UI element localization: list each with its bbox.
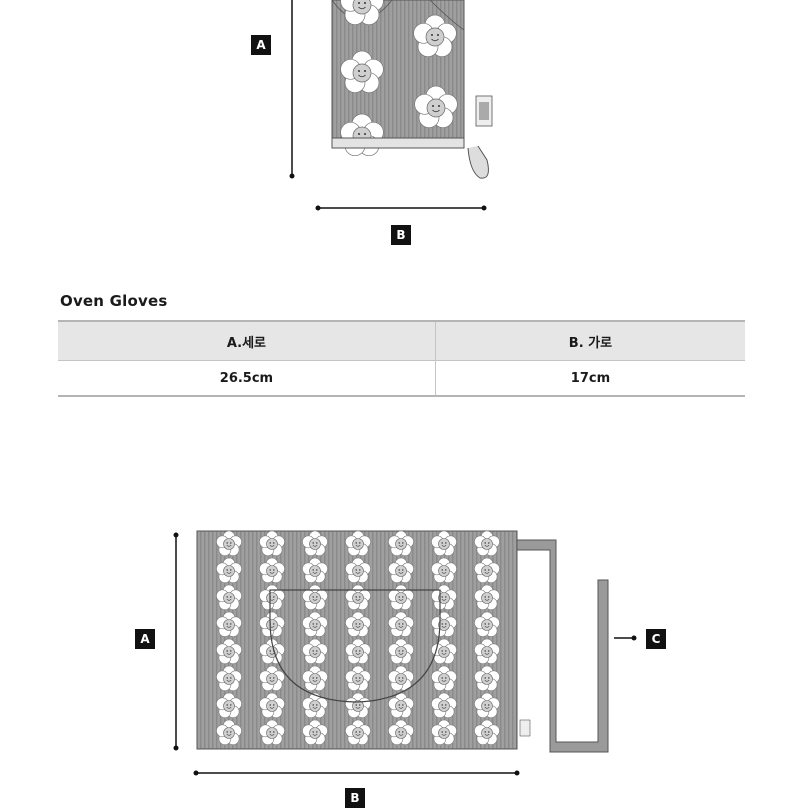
apron-dimension-a-line	[173, 532, 179, 751]
size-table: A.세로 B. 가로 26.5cm 17cm	[58, 320, 745, 397]
size-table-header-row: A.세로 B. 가로	[58, 320, 745, 361]
size-table-header-a: A.세로	[58, 320, 436, 361]
glove-dimension-b-line	[315, 205, 487, 211]
size-table-header-b: B. 가로	[434, 320, 745, 361]
size-table-value-a: 26.5cm	[58, 360, 436, 397]
glove-label-b: B	[391, 225, 411, 245]
size-table-value-b: 17cm	[434, 360, 745, 397]
glove-dimension-a-line	[289, 0, 295, 179]
size-table-value-row: 26.5cm 17cm	[58, 360, 745, 397]
product-title: Oven Gloves	[60, 292, 168, 310]
apron-dimension-b-line	[193, 770, 520, 776]
apron-illustration	[196, 530, 609, 753]
apron-dimension-c-line	[614, 635, 637, 641]
oven-glove-illustration	[331, 0, 493, 179]
apron-label-b: B	[345, 788, 365, 808]
glove-label-a: A	[251, 35, 271, 55]
apron-label-a: A	[135, 629, 155, 649]
apron-label-c: C	[646, 629, 666, 649]
